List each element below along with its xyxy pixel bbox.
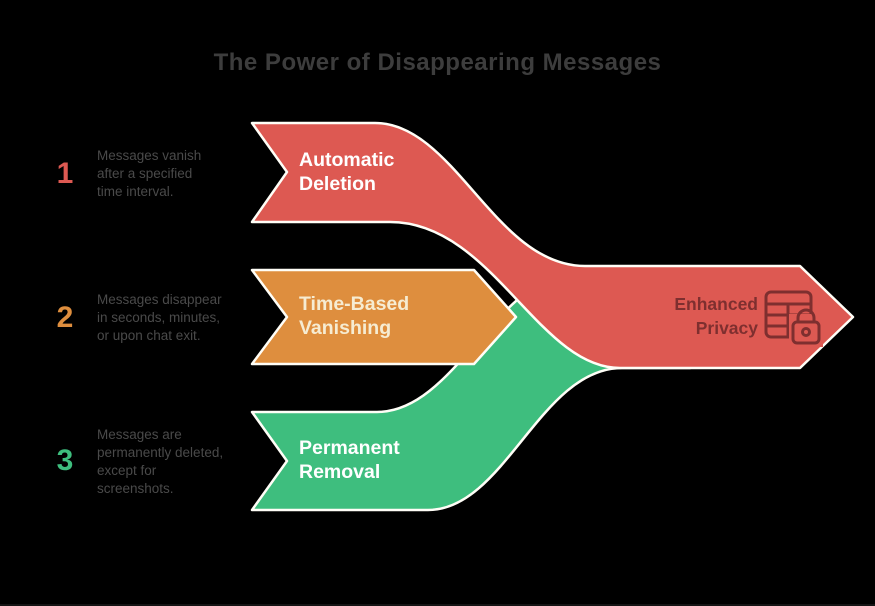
output-label-enhanced-privacy: Enhanced Privacy — [674, 294, 758, 338]
band-automatic-deletion-output — [250, 121, 855, 370]
lock-icon-body — [791, 320, 821, 345]
bottom-edge-strip — [0, 604, 875, 606]
band-time-based-vanishing — [250, 268, 518, 366]
lock-icon-keyhole — [801, 327, 811, 337]
step-2-description: Messages disappear in seconds, minutes, … — [97, 292, 222, 343]
step-2-band-label: Time-Based Vanishing — [299, 293, 410, 339]
step-3-description: Messages are permanently deleted, except… — [97, 427, 224, 496]
step-3-band-label: Permanent Removal — [299, 437, 400, 483]
step-1-band-label: Automatic Deletion — [299, 149, 395, 195]
page-title: The Power of Disappearing Messages — [213, 49, 662, 76]
step-2-number: 2 — [56, 301, 74, 334]
lock-icon-shackle — [796, 308, 816, 324]
table-lock-icon — [764, 290, 823, 347]
step-1-number: 1 — [56, 157, 74, 190]
step-1-description: Messages vanish after a specified time i… — [97, 148, 202, 199]
table-icon-grid — [764, 302, 813, 339]
step-3-number: 3 — [56, 444, 74, 477]
